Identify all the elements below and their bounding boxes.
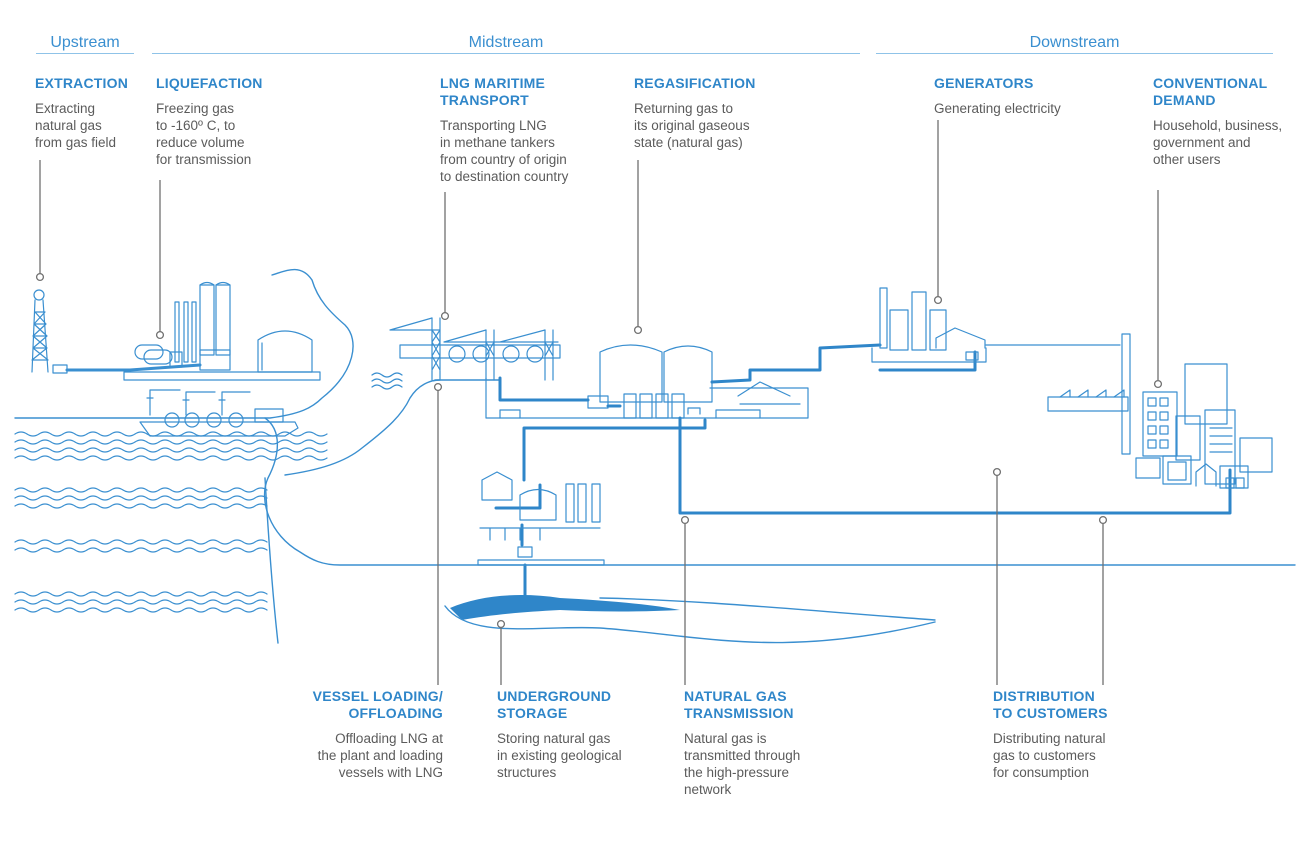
transmission-title: NATURAL GAS TRANSMISSION [684,688,794,721]
transmission-desc: Natural gas is transmitted through the h… [684,731,801,797]
liquefaction-pipe [128,363,202,372]
reservoir-outline [444,605,936,644]
sea-waves [14,372,403,613]
distribution-title: DISTRIBUTION TO CUSTOMERS [993,688,1108,721]
generators-title: GENERATORS [934,75,1034,91]
extraction-rig [31,289,68,374]
liquefaction-plant [123,281,321,381]
conventional-demand-title: CONVENTIONAL DEMAND [1153,75,1268,108]
city-buildings [1047,333,1273,489]
pipelines [494,343,1232,597]
lng-terminal [389,317,561,381]
lng-transport-desc: Transporting LNG in methane tankers from… [440,118,569,184]
power-plant [871,287,1121,363]
stage-downstream-line [876,53,1273,54]
liquefaction-desc: Freezing gas to -160º C, to reduce volum… [156,101,252,167]
lng-transport-title: LNG MARITIME TRANSPORT [440,75,546,108]
vessel-loading-title: VESSEL LOADING/ OFFLOADING [312,688,443,721]
underground-storage-title: UNDERGROUND STORAGE [497,688,612,721]
stage-upstream-line [36,53,134,54]
underground-storage-desc: Storing natural gas in existing geologic… [497,731,622,780]
stage-upstream: Upstream [50,34,120,51]
vessel-loading-desc: Offloading LNG at the plant and loading … [317,731,443,780]
cliff-line [264,477,279,644]
regasification-title: REGASIFICATION [634,75,756,91]
island-outline [284,379,441,476]
extraction-title: EXTRACTION [35,75,128,91]
extraction-desc: Extracting natural gas from gas field [35,101,117,150]
stage-midstream: Midstream [468,34,544,51]
left-coastline [14,268,354,419]
regasification-plant [485,344,809,419]
distribution-desc: Distributing natural gas to customers fo… [993,731,1106,780]
reservoir-fill [450,595,680,620]
reservoir-outline-top [599,597,936,621]
conventional-demand-desc: Household, business, government and othe… [1153,118,1283,167]
stage-downstream: Downstream [1029,34,1120,51]
leader-lines [35,120,1163,685]
lng-tanker-ship [139,389,299,437]
stage-midstream-line [152,53,860,54]
generators-desc: Generating electricity [934,101,1061,116]
liquefaction-title: LIQUEFACTION [156,75,263,91]
ground-line [263,417,1296,566]
regasification-desc: Returning gas to its original gaseous st… [634,101,750,150]
underground-storage-facility [477,471,605,566]
